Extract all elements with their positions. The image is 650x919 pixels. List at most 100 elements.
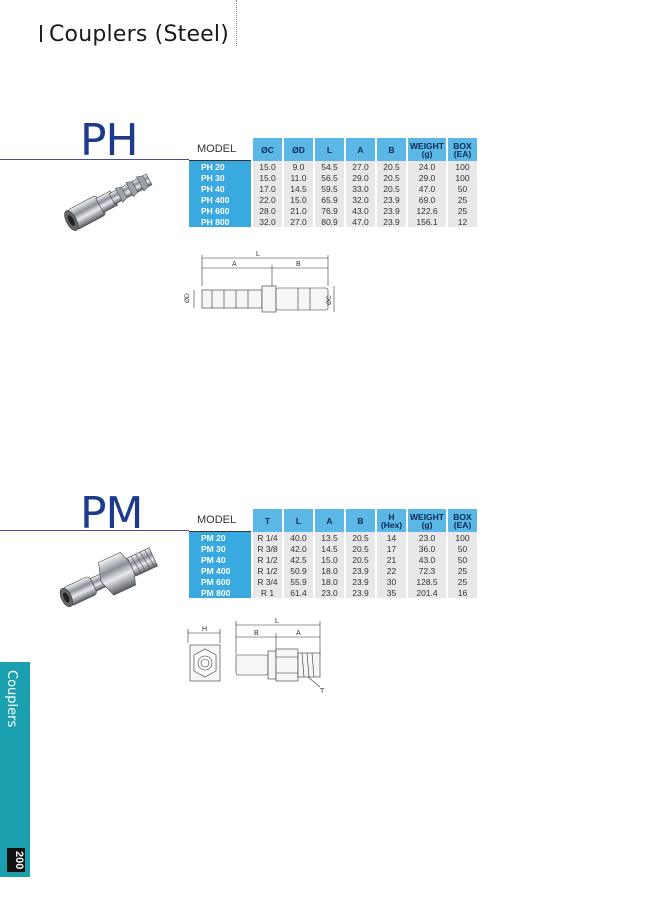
value-cell: 14.5 <box>315 543 344 554</box>
model-cell: PH 600 <box>189 205 251 216</box>
value-cell: 156.1 <box>408 216 446 227</box>
value-cell: 23.0 <box>315 587 344 598</box>
value-cell: 32.0 <box>346 194 375 205</box>
model-cell: PM 20 <box>189 532 251 543</box>
value-cell: 14.5 <box>284 183 313 194</box>
value-cell: 47.0 <box>408 183 446 194</box>
column-header: A <box>346 138 375 161</box>
ph-section-code: PH <box>80 115 139 166</box>
value-cell: 14 <box>377 532 406 543</box>
value-cell: 43.0 <box>346 205 375 216</box>
dim-label-a: A <box>296 630 301 637</box>
value-cell: 23.9 <box>346 587 375 598</box>
value-cell: 11.0 <box>284 172 313 183</box>
header-divider <box>236 0 237 46</box>
pm-dimension-drawing: H L B A T <box>187 618 325 695</box>
page-number: 200 <box>7 848 25 873</box>
value-cell: 201.4 <box>408 587 446 598</box>
value-cell: 35 <box>377 587 406 598</box>
column-header: T <box>253 509 282 532</box>
model-cell: PM 30 <box>189 543 251 554</box>
model-cell: PM 400 <box>189 565 251 576</box>
value-cell: 15.0 <box>315 554 344 565</box>
column-header: WEIGHT (g) <box>408 138 446 161</box>
value-cell: 50 <box>448 554 477 565</box>
column-header: B <box>346 509 375 532</box>
value-cell: R 3/4 <box>253 576 282 587</box>
value-cell: 25 <box>448 205 477 216</box>
value-cell: 16 <box>448 587 477 598</box>
side-tab-couplers: Couplers <box>0 662 30 877</box>
column-header: A <box>315 509 344 532</box>
value-cell: 27.0 <box>284 216 313 227</box>
ph-spec-table: MODEL ØC ØD L A B WEIGHT (g) BOX (EA) PH… <box>187 138 479 227</box>
value-cell: 29.0 <box>346 172 375 183</box>
value-cell: 20.5 <box>377 183 406 194</box>
value-cell: 23.9 <box>346 576 375 587</box>
value-cell: R 3/8 <box>253 543 282 554</box>
value-cell: 18.0 <box>315 576 344 587</box>
value-cell: 18.0 <box>315 565 344 576</box>
value-cell: 20.5 <box>377 161 406 172</box>
column-header: L <box>315 138 344 161</box>
column-header: ØD <box>284 138 313 161</box>
dim-label-h: H <box>202 626 207 633</box>
value-cell: 100 <box>448 532 477 543</box>
value-cell: 61.4 <box>284 587 313 598</box>
value-cell: R 1/4 <box>253 532 282 543</box>
value-cell: 22.0 <box>253 194 282 205</box>
value-cell: 21.0 <box>284 205 313 216</box>
column-header: WEIGHT (g) <box>408 509 446 532</box>
value-cell: 43.0 <box>408 554 446 565</box>
ph-coupler-photo <box>64 173 153 231</box>
value-cell: 20.5 <box>346 532 375 543</box>
ph-dimension-drawing: L A B ØD ØC <box>184 251 335 313</box>
value-cell: 42.5 <box>284 554 313 565</box>
model-cell: PM 40 <box>189 554 251 565</box>
value-cell: 24.0 <box>408 161 446 172</box>
page-title: Couplers (Steel) <box>40 22 229 47</box>
value-cell: 23.9 <box>377 194 406 205</box>
value-cell: 33.0 <box>346 183 375 194</box>
dim-label-b: B <box>254 630 259 637</box>
table-header-row: MODEL ØC ØD L A B WEIGHT (g) BOX (EA) <box>189 138 477 161</box>
value-cell: 15.0 <box>253 172 282 183</box>
model-cell: PH 20 <box>189 161 251 172</box>
value-cell: 76.9 <box>315 205 344 216</box>
value-cell: 30 <box>377 576 406 587</box>
dim-label-a: A <box>232 261 237 268</box>
value-cell: 69.0 <box>408 194 446 205</box>
value-cell: 13.5 <box>315 532 344 543</box>
dim-label-b: B <box>296 261 301 268</box>
column-header: MODEL <box>189 138 251 161</box>
value-cell: 9.0 <box>284 161 313 172</box>
value-cell: 32.0 <box>253 216 282 227</box>
model-cell: PM 600 <box>189 576 251 587</box>
column-header: BOX (EA) <box>448 509 477 532</box>
value-cell: 15.0 <box>284 194 313 205</box>
value-cell: 47.0 <box>346 216 375 227</box>
pm-coupler-photo <box>59 547 158 608</box>
value-cell: 25 <box>448 194 477 205</box>
ph-section-rule <box>0 159 248 160</box>
value-cell: 42.0 <box>284 543 313 554</box>
value-cell: 55.9 <box>284 576 313 587</box>
dim-label-l: L <box>275 618 279 625</box>
pm-section-rule <box>0 530 248 531</box>
value-cell: 15.0 <box>253 161 282 172</box>
column-header: ØC <box>253 138 282 161</box>
value-cell: 100 <box>448 172 477 183</box>
value-cell: 100 <box>448 161 477 172</box>
value-cell: 20.5 <box>346 554 375 565</box>
value-cell: 25 <box>448 565 477 576</box>
column-header: H (Hex) <box>377 509 406 532</box>
value-cell: 23.9 <box>346 565 375 576</box>
